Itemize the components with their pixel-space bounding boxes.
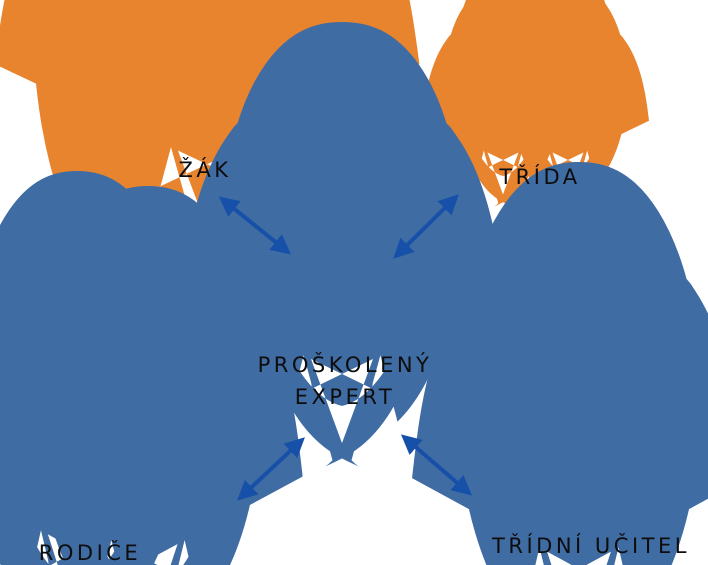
parents-pair-icon xyxy=(15,378,211,526)
parents-label: RODIČE xyxy=(38,541,142,565)
expert-label-line1: PROŠKOLENÝ xyxy=(257,353,433,377)
teacher-person-icon xyxy=(511,384,647,532)
student-label: ŽÁK xyxy=(178,158,232,182)
class-label: TŘÍDA xyxy=(499,165,581,189)
class-group-icon xyxy=(470,16,601,144)
arrow-class-expert xyxy=(393,194,459,259)
expert-label-line2: EXPERT xyxy=(294,384,396,409)
arrow-expert-parents xyxy=(237,437,305,501)
expert-person-icon xyxy=(276,214,408,342)
arrow-expert-teacher xyxy=(400,434,473,496)
expert-label: PROŠKOLENÝ EXPERT xyxy=(220,350,470,413)
teacher-label: TŘÍDNÍ UČITEL xyxy=(492,534,690,558)
arrow-student-expert xyxy=(218,196,292,255)
